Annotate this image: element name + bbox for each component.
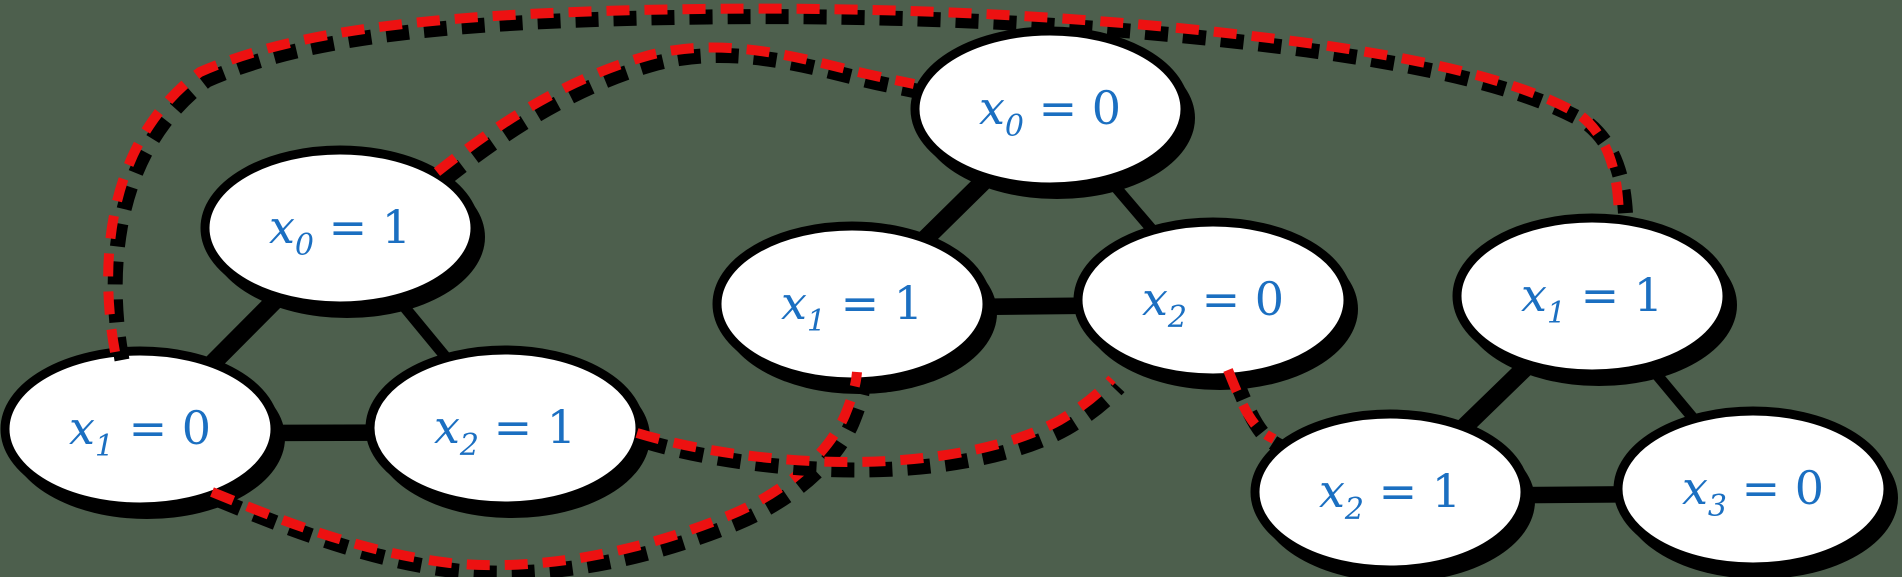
node-ellipse xyxy=(1073,217,1353,383)
node-L-x2: x2 = 1 xyxy=(365,345,650,518)
dashed-shadow-x1L-to-x1R xyxy=(107,9,1634,362)
node-R-x3: x3 = 0 xyxy=(1613,406,1898,577)
node-L-x1: x1 = 0 xyxy=(0,346,285,519)
dashed-link-x2L-to-x2M xyxy=(635,375,1116,468)
node-ellipse xyxy=(0,346,280,512)
dashed-shadow-x0L-to-x0M xyxy=(439,48,923,186)
node-var: x xyxy=(979,81,1005,135)
node-var: x xyxy=(781,276,807,330)
node-subscript: 1 xyxy=(95,429,114,464)
node-label: x1 = 1 xyxy=(1521,268,1663,331)
dashed-shadow-x1L-to-x1M xyxy=(216,379,872,577)
node-M-x1: x1 = 1 xyxy=(712,221,997,394)
node-L-x0: x0 = 1 xyxy=(200,145,485,318)
node-var: x xyxy=(1682,461,1708,515)
dashed-shadow-x2M-to-x2R xyxy=(1228,375,1285,454)
node-label: x2 = 1 xyxy=(1319,464,1461,527)
node-var: x xyxy=(1319,464,1345,518)
node-value: = 1 xyxy=(314,200,411,254)
node-ellipse xyxy=(1613,406,1893,572)
dashed-links xyxy=(103,3,1634,577)
node-subscript: 0 xyxy=(295,228,314,263)
dashed-link-x2M-to-x2R xyxy=(1223,368,1277,444)
node-var: x xyxy=(1521,268,1547,322)
node-value: = 0 xyxy=(114,401,211,455)
node-label: x1 = 1 xyxy=(781,276,923,339)
node-ellipse xyxy=(1452,213,1732,379)
dashed-link-x1L-to-x1R xyxy=(103,3,1624,353)
node-label: x1 = 0 xyxy=(69,401,211,464)
node-subscript: 3 xyxy=(1708,489,1727,524)
node-M-x0: x0 = 0 xyxy=(910,26,1195,199)
node-var: x xyxy=(269,200,295,254)
node-label: x3 = 0 xyxy=(1682,461,1824,524)
node-var: x xyxy=(69,401,95,455)
node-value: = 1 xyxy=(479,400,576,454)
dashed-shadow-x2L-to-x2M xyxy=(641,381,1125,478)
node-subscript: 2 xyxy=(459,428,479,463)
node-subscript: 0 xyxy=(1005,109,1024,144)
node-value: = 1 xyxy=(1364,464,1461,518)
node-subscript: 2 xyxy=(1344,492,1364,527)
node-subscript: 1 xyxy=(1547,296,1566,331)
dashed-link-x1L-to-x1M xyxy=(210,371,862,571)
node-value: = 0 xyxy=(1024,81,1121,135)
node-label: x2 = 0 xyxy=(1142,272,1284,335)
node-ellipse xyxy=(200,145,480,311)
node-M-x2: x2 = 0 xyxy=(1073,217,1358,390)
node-value: = 1 xyxy=(826,276,923,330)
node-value: = 1 xyxy=(1566,268,1663,322)
node-var: x xyxy=(1142,272,1168,326)
node-R-x2: x2 = 1 xyxy=(1250,409,1535,577)
node-value: = 0 xyxy=(1727,461,1824,515)
node-subscript: 2 xyxy=(1167,300,1187,335)
node-label: x0 = 1 xyxy=(269,200,411,263)
node-label: x2 = 1 xyxy=(434,400,576,463)
dashed-link-x0L-to-x0M xyxy=(433,42,916,176)
node-ellipse xyxy=(1250,409,1530,575)
node-subscript: 1 xyxy=(807,304,826,339)
node-ellipse xyxy=(365,345,645,511)
node-label: x0 = 0 xyxy=(979,81,1121,144)
node-value: = 0 xyxy=(1187,272,1284,326)
node-R-x1: x1 = 1 xyxy=(1452,213,1737,386)
node-var: x xyxy=(434,400,460,454)
